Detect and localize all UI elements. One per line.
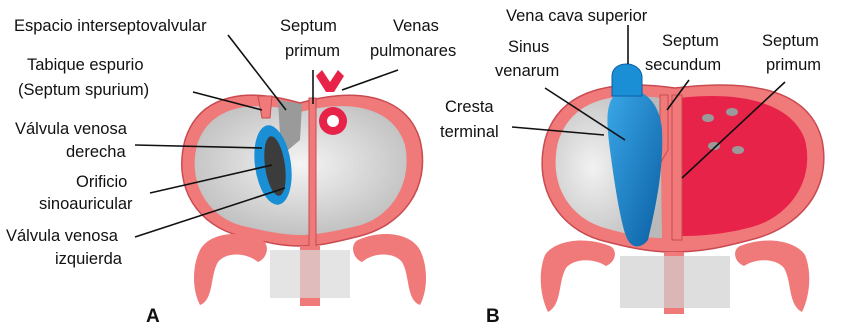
panel-a-letter: A: [146, 306, 160, 327]
label-valvula-derecha-2: derecha: [66, 143, 126, 161]
label-vena-cava: Vena cava superior: [506, 7, 648, 25]
label-orificio-1: Orificio: [76, 173, 127, 191]
panel-a-left-lower-fold: [194, 234, 267, 305]
panel-a-pulmonary-vein-lumen: [327, 115, 339, 127]
panel-b-ventricle-shadow: [620, 256, 730, 308]
label-septum-spurium: (Septum spurium): [18, 81, 149, 99]
label-pulmonares: pulmonares: [370, 42, 456, 60]
panel-b-letter: B: [486, 306, 500, 327]
label-sinus: Sinus: [508, 38, 549, 56]
label-septum-secundum-2: secundum: [645, 56, 721, 74]
panel-a-septum-primum: [309, 98, 316, 248]
label-cresta: Cresta: [445, 98, 494, 116]
label-tabique-espurio: Tabique espurio: [27, 56, 144, 74]
panel-b-heart: [541, 64, 824, 314]
panel-b-pulmonary-opening-1: [702, 114, 714, 122]
panel-a-heart: [182, 70, 426, 306]
label-terminal: terminal: [440, 123, 499, 141]
panel-b-superior-vena-cava: [612, 64, 642, 96]
label-interseptovalvular: Espacio interseptovalvular: [14, 17, 207, 35]
label-septum-primum-a-2: primum: [285, 42, 340, 60]
label-septum-primum-b-2: primum: [766, 56, 821, 74]
panel-b-right-lower-fold: [735, 240, 809, 312]
panel-b-septum-primum: [672, 95, 682, 240]
panel-a-ventricle-shadow: [270, 250, 350, 298]
label-valvula-derecha-1: Válvula venosa: [15, 120, 128, 138]
label-septum-primum-a-1: Septum: [280, 17, 337, 35]
panel-b-pulmonary-opening-2: [726, 108, 738, 116]
panel-a-right-lower-fold: [353, 234, 426, 305]
label-valvula-izquierda-2: izquierda: [55, 250, 123, 268]
label-orificio-2: sinoauricular: [39, 195, 133, 213]
leader-pulmonary-veins: [342, 70, 398, 90]
panel-b-left-lower-fold: [541, 240, 615, 312]
label-venas: Venas: [393, 17, 439, 35]
label-septum-secundum-1: Septum: [662, 32, 719, 50]
label-septum-primum-b-1: Septum: [762, 32, 819, 50]
panel-b-pulmonary-opening-4: [732, 146, 744, 154]
label-venarum: venarum: [495, 62, 559, 80]
panel-a-pulmonary-vein-stem: [316, 70, 344, 92]
label-valvula-izquierda-1: Válvula venosa: [6, 227, 119, 245]
